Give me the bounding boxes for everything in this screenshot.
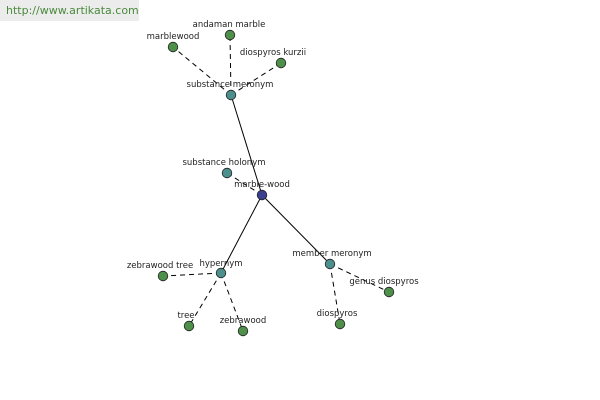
label-marblewood[interactable]: marblewood — [147, 32, 200, 42]
edge-center-member-meronym — [261, 194, 331, 265]
label-center[interactable]: marble-wood — [234, 180, 290, 190]
edge-member-genus-diospyros — [329, 263, 390, 293]
edge-hypernym-tree — [188, 272, 222, 327]
node-member-meronym[interactable] — [324, 258, 336, 270]
label-hypernym[interactable]: hypernym — [199, 259, 242, 269]
edge-center-hypernym — [220, 194, 263, 274]
edge-meronym-diospyros-kurzii — [230, 62, 282, 96]
node-center[interactable] — [256, 189, 268, 201]
node-substance-holonym[interactable] — [221, 167, 233, 179]
edge-hypernym-zebrawood — [220, 272, 244, 332]
node-diospyros-kurzii[interactable] — [275, 57, 287, 69]
label-substance-holonym[interactable]: substance holonym — [182, 158, 265, 168]
site-watermark[interactable]: http://www.artikata.com — [0, 0, 139, 21]
edge-meronym-marblewood — [172, 46, 232, 96]
edge-center-substance-holonym — [226, 172, 263, 196]
edge-hypernym-zebrawood-tree — [162, 272, 222, 277]
node-hypernym[interactable] — [215, 267, 227, 279]
label-zebrawood-tree[interactable]: zebrawood tree — [127, 261, 193, 271]
label-zebrawood[interactable]: zebrawood — [220, 316, 267, 326]
label-genus-diospyros[interactable]: genus diospyros — [349, 277, 419, 287]
node-zebrawood-tree[interactable] — [157, 270, 169, 282]
node-tree[interactable] — [183, 320, 195, 332]
label-diospyros-kurzii[interactable]: diospyros kurzii — [240, 48, 306, 58]
node-andaman-marble[interactable] — [224, 29, 236, 41]
node-diospyros[interactable] — [334, 318, 346, 330]
label-andaman-marble[interactable]: andaman marble — [193, 20, 266, 30]
label-substance-meronym[interactable]: substance meronym — [187, 80, 274, 90]
edge-member-diospyros — [329, 263, 341, 325]
node-genus-diospyros[interactable] — [383, 286, 395, 298]
edge-meronym-andaman-marble — [229, 34, 232, 96]
label-diospyros[interactable]: diospyros — [317, 309, 358, 319]
edge-center-substance-meronym — [230, 94, 263, 196]
node-substance-meronym[interactable] — [225, 89, 237, 101]
node-marblewood[interactable] — [167, 41, 179, 53]
label-member-meronym[interactable]: member meronym — [292, 249, 371, 259]
label-tree[interactable]: tree — [177, 311, 194, 321]
node-zebrawood[interactable] — [237, 325, 249, 337]
